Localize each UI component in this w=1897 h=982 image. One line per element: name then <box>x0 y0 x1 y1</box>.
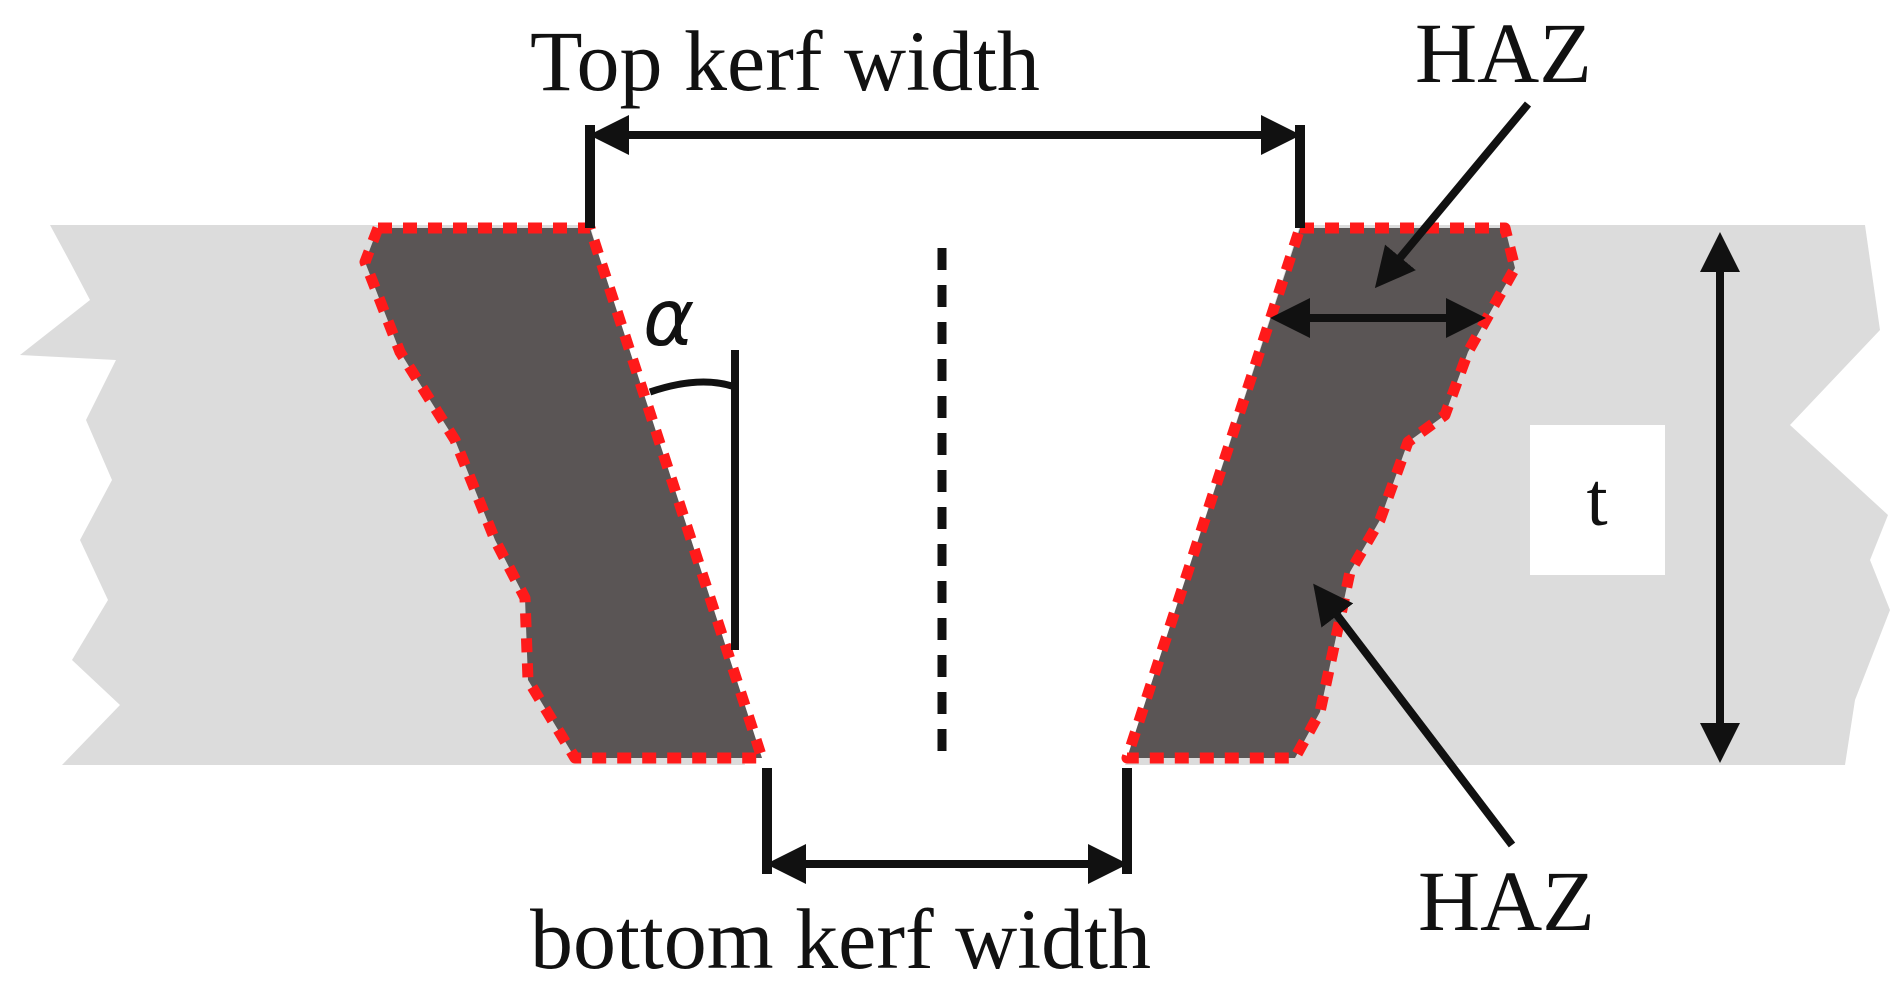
thickness-label-box <box>1530 425 1665 575</box>
haz-region-left <box>359 222 768 764</box>
haz-region-right <box>1121 222 1521 764</box>
haz-bottom-label: HAZ <box>1418 853 1595 949</box>
taper-angle-label: α <box>643 274 694 364</box>
top-kerf-width-label: Top kerf width <box>530 13 1040 109</box>
haz-bottom-pointer-arrow <box>1313 583 1516 848</box>
thickness-label: t <box>1586 458 1607 542</box>
haz-top-pointer-arrow <box>1374 101 1532 289</box>
taper-angle-arc <box>648 378 737 396</box>
haz-top-label: HAZ <box>1415 5 1592 101</box>
bottom-kerf-width-label: bottom kerf width <box>530 891 1151 982</box>
